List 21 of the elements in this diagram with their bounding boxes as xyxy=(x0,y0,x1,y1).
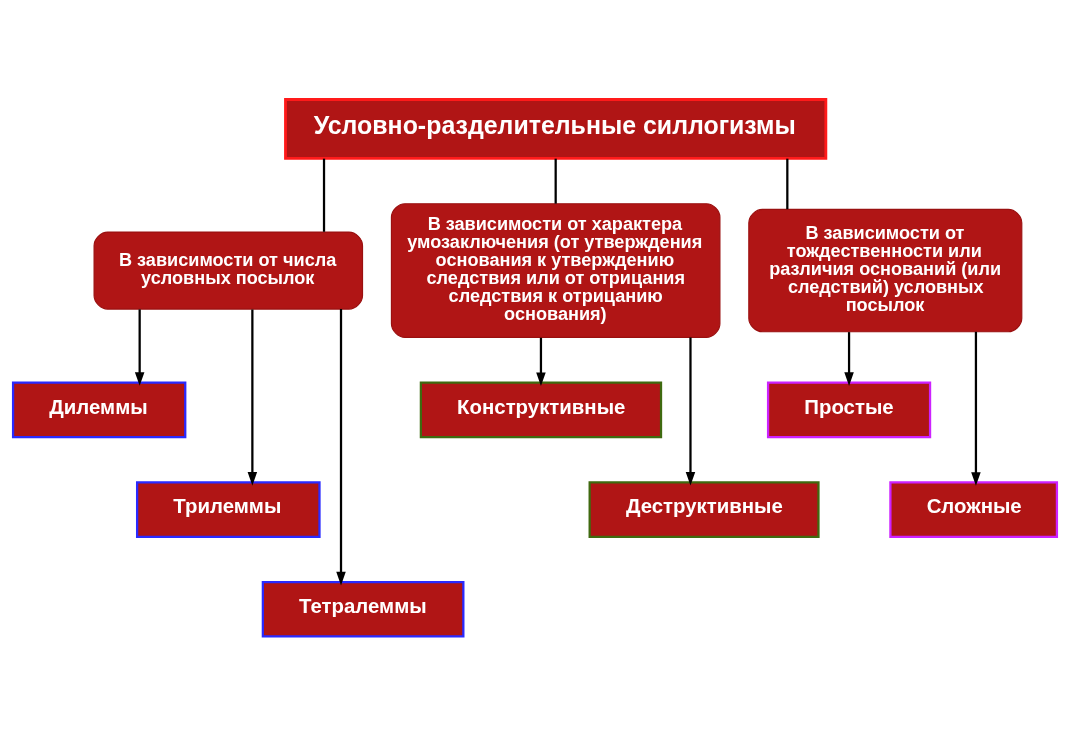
node-box: В зависимости от характера умозаключения (от утверждения основания к утверждению следствия или от отрицания следствия к отрицанию основания) xyxy=(390,203,721,338)
node-box: Условно-разделительные силлогизмы xyxy=(284,98,828,160)
node-box: Конструктивные xyxy=(419,381,663,439)
arrow xyxy=(685,337,696,486)
connector xyxy=(554,158,557,204)
arrow xyxy=(536,337,546,387)
arrow xyxy=(247,309,258,486)
arrow xyxy=(844,332,854,386)
connector xyxy=(786,158,789,210)
node-box: Трилеммы xyxy=(135,481,321,538)
node-box: В зависимости от числа условных посылок xyxy=(93,231,364,310)
node-box: Тетралеммы xyxy=(261,580,465,638)
node-box: Простые xyxy=(766,381,932,439)
arrow xyxy=(336,309,346,586)
arrow xyxy=(134,309,145,386)
node-box: Сложные xyxy=(889,481,1059,538)
arrow xyxy=(971,331,981,486)
node-box: Дилеммы xyxy=(11,381,187,439)
node-box: В зависимости от тождественности или различия оснований (или следствий) условных посылок xyxy=(748,208,1023,333)
node-box: Деструктивные xyxy=(588,481,820,538)
connector xyxy=(322,158,326,232)
